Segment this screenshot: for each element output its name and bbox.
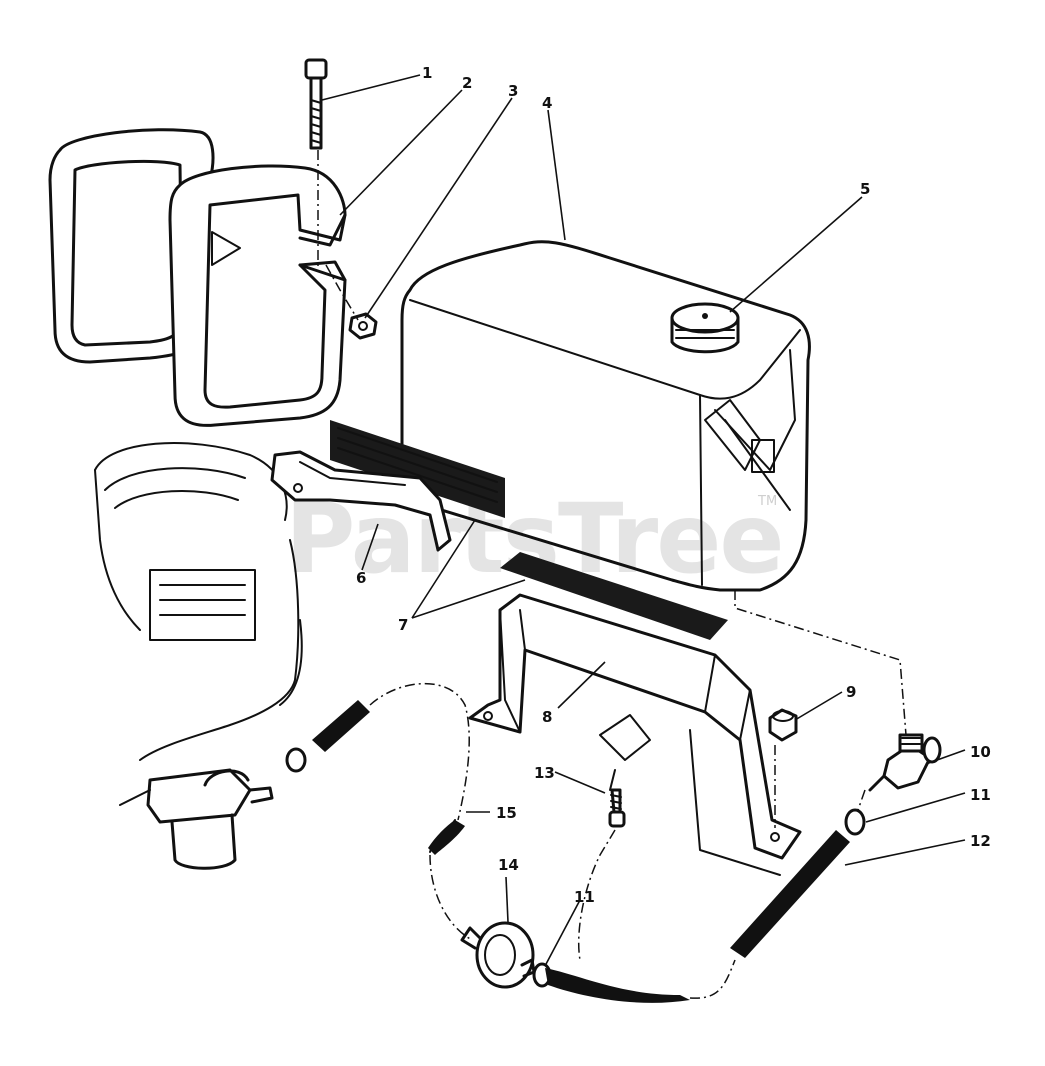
assembly-lines bbox=[317, 150, 907, 999]
callout-11-lower: 11 bbox=[574, 888, 595, 906]
fuel-cap bbox=[670, 302, 740, 354]
fuel-line-12 bbox=[730, 830, 850, 958]
callout-4: 4 bbox=[542, 94, 552, 112]
callout-7: 7 bbox=[398, 616, 408, 634]
callout-10: 10 bbox=[970, 743, 991, 761]
callout-12: 12 bbox=[970, 832, 991, 850]
screw bbox=[608, 788, 626, 828]
bracket bbox=[270, 450, 452, 552]
watermark-trademark: TM bbox=[757, 494, 777, 509]
bolt bbox=[304, 58, 328, 150]
engine-outline bbox=[94, 442, 303, 761]
callout-14: 14 bbox=[498, 856, 519, 874]
leader-lines bbox=[321, 74, 966, 967]
fuel-pump bbox=[460, 921, 536, 989]
elbow-fitting bbox=[868, 733, 942, 792]
callout-2: 2 bbox=[462, 74, 472, 92]
callout-15: 15 bbox=[496, 804, 517, 822]
callout-3: 3 bbox=[508, 82, 518, 100]
callout-1: 1 bbox=[422, 64, 432, 82]
callout-6: 6 bbox=[356, 569, 366, 587]
callout-9: 9 bbox=[846, 683, 856, 701]
hose-clamp-right bbox=[844, 808, 866, 836]
nut-small bbox=[348, 312, 378, 340]
fuel-line-15 bbox=[428, 819, 465, 855]
callout-13: 13 bbox=[534, 764, 555, 782]
nut-9 bbox=[768, 708, 798, 742]
callout-8: 8 bbox=[542, 708, 552, 726]
tank-support bbox=[468, 593, 802, 876]
foam-strip-upper bbox=[330, 420, 505, 518]
fuel-hose-lower bbox=[545, 968, 690, 1003]
tank-strap-front bbox=[168, 164, 347, 427]
callout-labels: 1 2 3 4 5 6 7 8 9 10 11 12 13 14 11 15 bbox=[356, 64, 991, 906]
foam-strip-lower bbox=[500, 552, 728, 640]
carburetor bbox=[119, 768, 274, 870]
carburetor-hose bbox=[285, 700, 370, 773]
callout-5: 5 bbox=[860, 180, 870, 198]
callout-11-right: 11 bbox=[970, 786, 991, 804]
